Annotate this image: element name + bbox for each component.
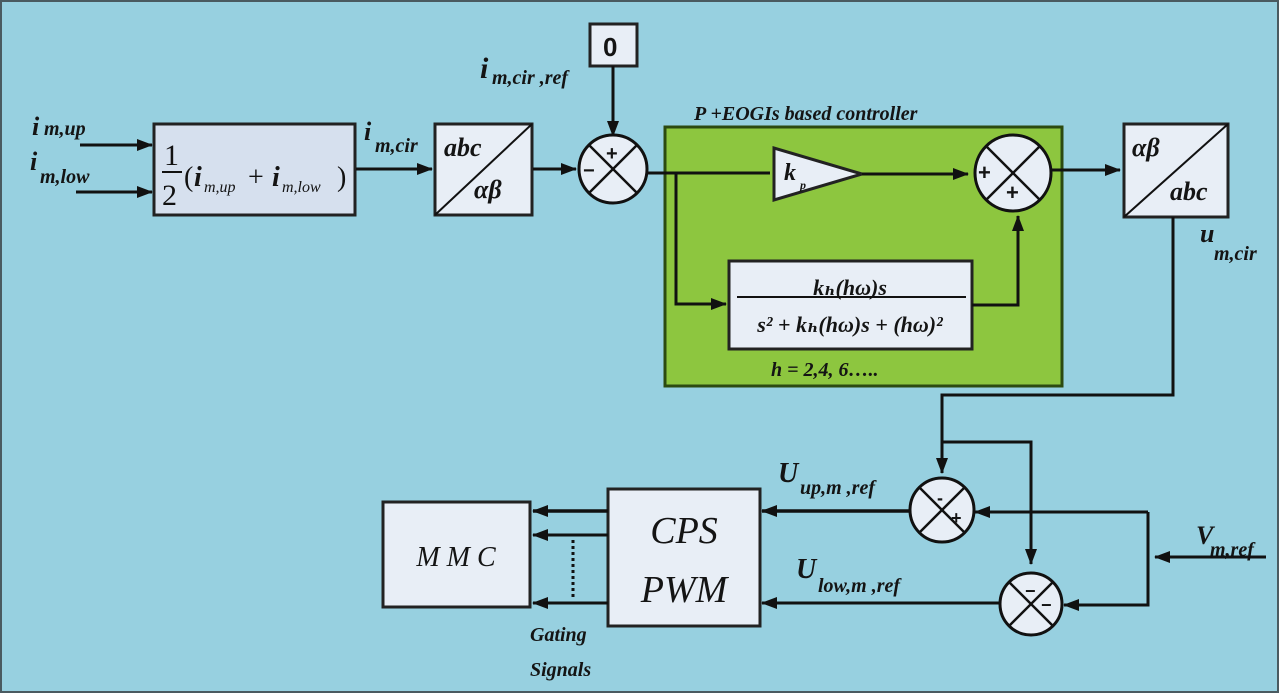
harmonic-orders-label: h = 2,4, 6….. [771, 359, 879, 381]
svg-text:s² + kₕ(hω)s + (hω)²: s² + kₕ(hω)s + (hω)² [756, 312, 943, 337]
u-low-ref-label: U low,m ,ref [796, 554, 902, 597]
svg-text:V: V [1196, 521, 1216, 550]
average-block: 1 2 ( i m,up + i m,low ) [152, 122, 357, 217]
eogi-to-summer-arrow [972, 215, 1024, 307]
svg-text:i: i [30, 147, 38, 176]
line-u-cir-branch [942, 440, 1037, 565]
abc-to-alphabeta-block: abc αβ [433, 122, 534, 217]
svg-text:(: ( [184, 162, 193, 193]
svg-text:k: k [784, 160, 796, 186]
svg-text:i: i [194, 162, 202, 193]
controller-title: P +EOGIs based controller [693, 103, 918, 125]
svg-text:U: U [796, 554, 818, 585]
svg-text:-: - [937, 488, 943, 508]
gating-signals-label: Gating Signals [530, 624, 591, 681]
line-v-ref-low [1063, 512, 1150, 611]
svg-text:i: i [364, 117, 372, 146]
svg-text:Signals: Signals [530, 659, 591, 681]
svg-text:m,up: m,up [204, 179, 236, 196]
svg-text:Gating: Gating [530, 624, 587, 646]
svg-text:CPS: CPS [650, 510, 718, 552]
cps-pwm-block: CPS PWM [606, 487, 762, 628]
svg-text:u: u [1200, 219, 1214, 248]
summing-junction-1: + − [577, 133, 649, 205]
svg-text:m,cir: m,cir [375, 135, 418, 157]
svg-text:+: + [248, 162, 264, 193]
u-cir-label: u m,cir [1200, 219, 1257, 265]
svg-text:): ) [337, 162, 346, 193]
svg-text:i: i [32, 112, 40, 141]
mmc-block: M M C [381, 500, 532, 609]
proportional-gain-block: k p [772, 145, 868, 203]
svg-text:αβ: αβ [1132, 133, 1160, 162]
svg-text:PWM: PWM [640, 569, 730, 611]
svg-text:i: i [480, 52, 489, 85]
svg-text:m,low: m,low [40, 166, 90, 188]
svg-text:−: − [583, 160, 595, 182]
svg-text:m,up: m,up [44, 118, 86, 140]
svg-text:i: i [272, 162, 280, 193]
svg-text:m,low: m,low [282, 179, 321, 196]
svg-text:+: + [606, 143, 618, 165]
svg-text:αβ: αβ [474, 175, 502, 204]
summing-junction-3: - + [908, 476, 976, 544]
u-up-ref-label: U up,m ,ref [778, 458, 877, 499]
zero-reference-block: 0 [588, 22, 639, 68]
svg-text:p: p [799, 178, 806, 192]
svg-text:1: 1 [164, 139, 179, 172]
summing-junction-4: − − [998, 571, 1064, 637]
svg-text:+: + [978, 160, 991, 185]
line-u-cir-down [936, 217, 1175, 474]
svg-text:−: − [1041, 595, 1052, 615]
input-i-low-label: i m,low [30, 147, 90, 188]
i-cir-ref-label: i m,cir ,ref [480, 52, 570, 89]
svg-text:abc: abc [1170, 177, 1208, 206]
svg-text:+: + [1006, 180, 1019, 205]
svg-text:up,m ,ref: up,m ,ref [800, 477, 877, 499]
svg-text:low,m ,ref: low,m ,ref [818, 575, 902, 597]
svg-text:kₕ(hω)s: kₕ(hω)s [813, 275, 887, 300]
svg-text:+: + [951, 508, 962, 528]
svg-text:U: U [778, 458, 800, 489]
svg-text:m,cir: m,cir [1214, 243, 1257, 265]
svg-text:M M C: M M C [415, 542, 496, 573]
branch-to-eogi [674, 173, 727, 310]
i-cir-label: i m,cir [364, 117, 418, 157]
input-i-up-label: i m,up [32, 112, 86, 141]
eogi-transfer-function-block: kₕ(hω)s s² + kₕ(hω)s + (hω)² [727, 259, 974, 351]
alphabeta-to-abc-block: αβ abc [1122, 122, 1230, 219]
svg-text:m,cir ,ref: m,cir ,ref [492, 67, 570, 89]
svg-text:2: 2 [162, 179, 177, 212]
svg-text:abc: abc [444, 133, 482, 162]
svg-text:−: − [1025, 581, 1036, 601]
summing-junction-2: + + [973, 133, 1053, 213]
svg-text:0: 0 [603, 32, 617, 62]
